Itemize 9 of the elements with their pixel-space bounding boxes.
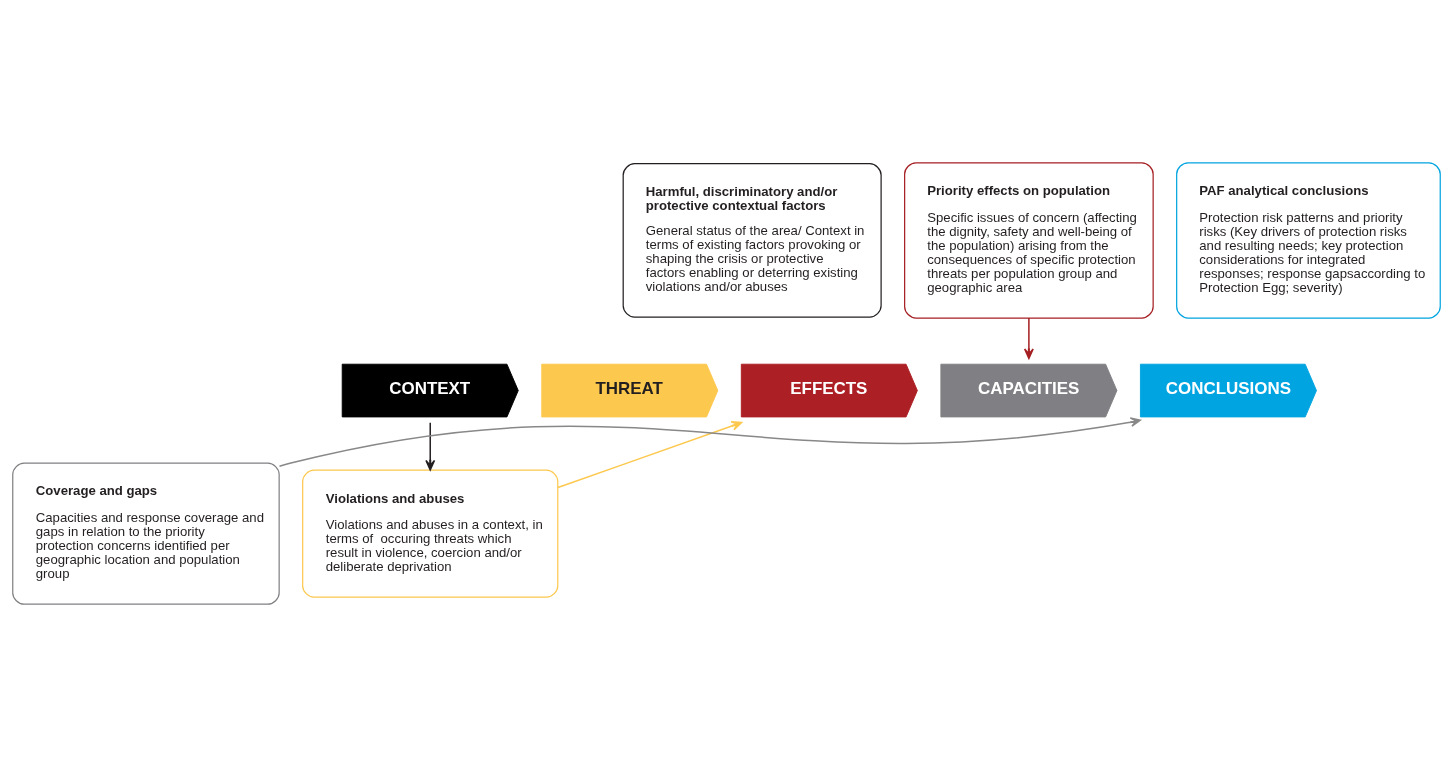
node-box: PAF analytical conclusions Protection risk patterns and priority risks (Key drivers of protection risks and resulting needs; key protection considerations for integrated responses; response gapsaccording to Protection Egg; severity)	[1176, 161, 1441, 319]
node-box: Priority effects on population Specific issues of concern (affecting the dignity, safety and well-being of the population) arising from the consequences of specific protection threats per population group and geographic area	[904, 161, 1154, 319]
arrow	[557, 420, 743, 488]
node-box: Violations and abuses Violations and abuses in a context, in terms of occuring threats which result in violence, coercion and/or deliberate deprivation	[302, 469, 559, 598]
arrow	[278, 416, 1142, 467]
node-box: Coverage and gaps Capacities and response coverage and gaps in relation to the priority protection concerns identified per geographic location and population group	[12, 461, 280, 605]
arrow	[425, 421, 436, 471]
arrow	[1023, 316, 1034, 359]
node-box: Harmful, discriminatory and/or protective contextual factors General status of the area/ Context in terms of existing factors provoking or shaping the crisis or protective factors enabling or deterring existing violations and/or abuses	[622, 162, 882, 318]
